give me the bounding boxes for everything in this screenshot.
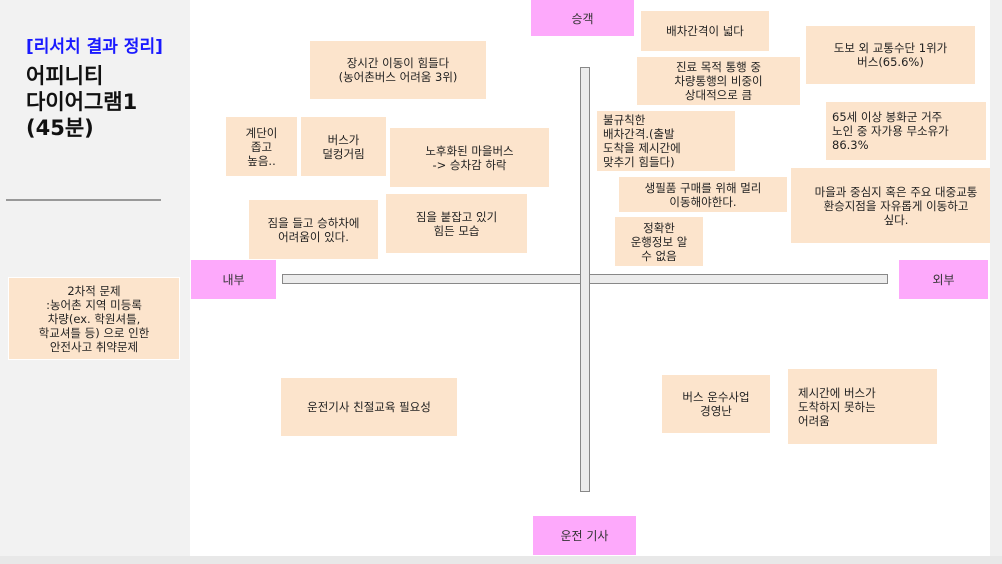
sticky-note[interactable]: 65세 이상 봉화군 거주 노인 중 자가용 무소유가 86.3% — [825, 101, 987, 161]
sticky-note[interactable]: 불규칙한 배차간격.(출발 도착을 제시간에 맞추기 힘들다) — [596, 110, 736, 172]
sticky-note[interactable]: 짐을 붙잡고 있기 힘든 모습 — [385, 193, 528, 254]
sticky-note[interactable]: 버스가 덜컹거림 — [300, 116, 387, 177]
vertical-scrollbar[interactable] — [990, 0, 1002, 556]
axis-label-left[interactable]: 내부 — [191, 260, 276, 299]
sticky-note[interactable]: 배차간격이 넓다 — [640, 10, 770, 52]
divider — [6, 199, 161, 201]
sticky-note[interactable]: 마을과 중심지 혹은 주요 대중교통 환승지점을 자유롭게 이동하고 싶다. — [790, 167, 1002, 244]
section-subtitle: [리서치 결과 정리] — [26, 37, 163, 57]
sticky-note[interactable]: 도보 외 교통수단 1위가 버스(65.6%) — [805, 25, 976, 85]
sticky-note[interactable]: 노후화된 마을버스 -> 승차감 하락 — [389, 127, 550, 188]
sticky-note[interactable]: 생필품 구매를 위해 멀리 이동해야한다. — [618, 176, 788, 213]
sticky-note[interactable]: 계단이 좁고 높음.. — [225, 116, 298, 177]
page-title: 어피니티 다이어그램1 (45분) — [26, 64, 138, 140]
sticky-note[interactable]: 2차적 문제 :농어촌 지역 미등록 차량(ex. 학원셔틀, 학교셔틀 등) … — [8, 277, 180, 360]
sticky-note[interactable]: 버스 운수사업 경영난 — [661, 374, 771, 434]
axis-label-top[interactable]: 승객 — [531, 0, 634, 36]
axis-label-right[interactable]: 외부 — [899, 260, 988, 299]
sidebar: [리서치 결과 정리] 어피니티 다이어그램1 (45분) 2차적 문제 :농어… — [0, 0, 190, 556]
sticky-note[interactable]: 제시간에 버스가 도착하지 못하는 어려움 — [787, 368, 938, 445]
bottom-edge — [0, 556, 1002, 564]
sticky-note[interactable]: 운전기사 친절교육 필요성 — [280, 377, 458, 437]
sticky-note[interactable]: 진료 목적 통행 중 차량통행의 비중이 상대적으로 큼 — [636, 56, 801, 106]
vertical-axis — [580, 67, 590, 492]
axis-label-bottom[interactable]: 운전 기사 — [533, 516, 636, 555]
sticky-note[interactable]: 장시간 이동이 힘들다 (농어촌버스 어려움 3위) — [309, 40, 487, 100]
sticky-note[interactable]: 짐을 들고 승하차에 어려움이 있다. — [248, 199, 379, 260]
sticky-note[interactable]: 정확한 운행정보 알 수 없음 — [614, 216, 704, 267]
